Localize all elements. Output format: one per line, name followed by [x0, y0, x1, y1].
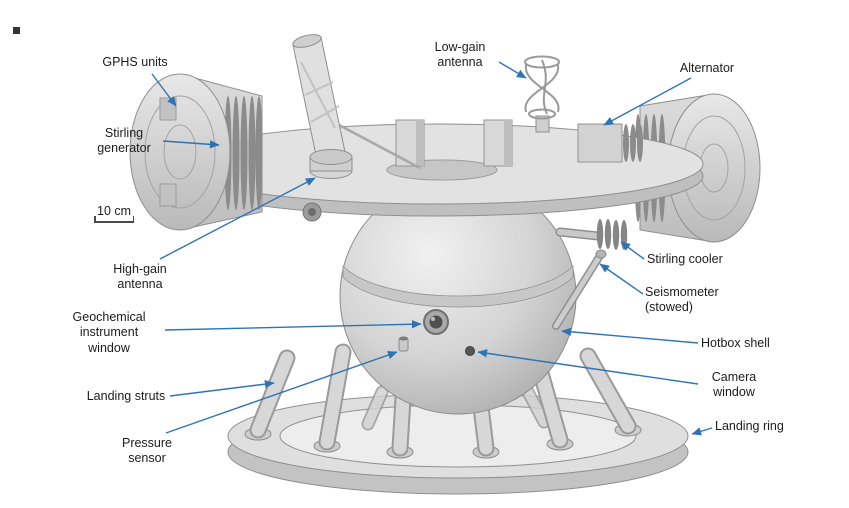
- leader-landing-ring: [691, 427, 713, 436]
- label-camera-window: Camera window: [711, 370, 757, 400]
- label-low-gain-antenna: Low-gain antenna: [434, 40, 486, 70]
- leader-lines: [151, 61, 713, 436]
- leader-low-gain-antenna: [498, 61, 527, 79]
- label-landing-struts: Landing struts: [86, 389, 166, 403]
- camera-window-part: [465, 346, 475, 356]
- label-gphs-units: GPHS units: [102, 55, 168, 69]
- hotbox-shell-part: [339, 177, 628, 415]
- label-alternator: Alternator: [679, 61, 735, 75]
- leader-alternator: [603, 77, 692, 126]
- leader-high-gain-antenna: [159, 177, 316, 260]
- underplatform-gear: [302, 202, 322, 222]
- label-stirling-generator: Stirling generator: [97, 126, 151, 156]
- scale-bar-label: 10 cm: [97, 204, 132, 218]
- stirling-cooler-part: [555, 219, 628, 250]
- low-gain-antenna-part: [524, 55, 560, 133]
- label-landing-ring: Landing ring: [715, 419, 784, 433]
- rear-landing-struts: [361, 385, 551, 431]
- label-seismometer: Seismometer (stowed): [645, 285, 719, 315]
- label-high-gain-antenna: High-gain antenna: [113, 262, 167, 292]
- label-hotbox-shell: Hotbox shell: [701, 336, 770, 350]
- leader-pressure-sensor: [165, 351, 398, 434]
- alternator-part: [577, 123, 643, 163]
- leader-gphs-units: [151, 73, 177, 107]
- leader-seismometer: [599, 263, 644, 295]
- pressure-sensor-part: [398, 336, 409, 352]
- label-geochemical-window: Geochemical instrument window: [72, 310, 146, 355]
- seismometer-part: [552, 249, 607, 330]
- leader-stirling-generator: [162, 140, 220, 149]
- gphs-drum-left: [129, 73, 263, 231]
- label-pressure-sensor: Pressure sensor: [121, 436, 173, 466]
- leader-camera-window: [477, 349, 699, 385]
- high-gain-antenna-part: [292, 34, 421, 179]
- scale-bar: 10 cm: [94, 204, 135, 223]
- leader-landing-struts: [169, 379, 275, 397]
- leader-geochemical-window: [164, 320, 422, 331]
- corner-mark: [13, 27, 20, 34]
- leader-stirling-cooler: [620, 241, 645, 260]
- label-stirling-cooler: Stirling cooler: [647, 252, 723, 266]
- leader-hotbox-shell: [561, 327, 699, 344]
